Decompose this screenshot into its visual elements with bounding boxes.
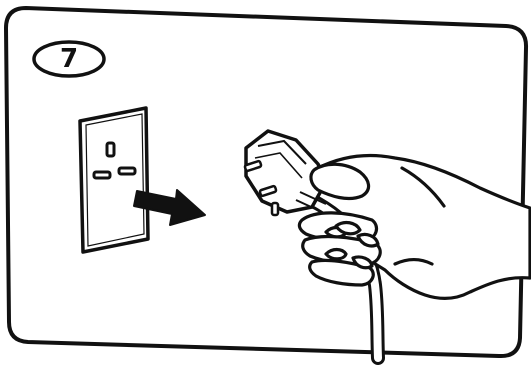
wall-socket-icon bbox=[80, 108, 148, 252]
step-number: 7 bbox=[33, 41, 105, 77]
